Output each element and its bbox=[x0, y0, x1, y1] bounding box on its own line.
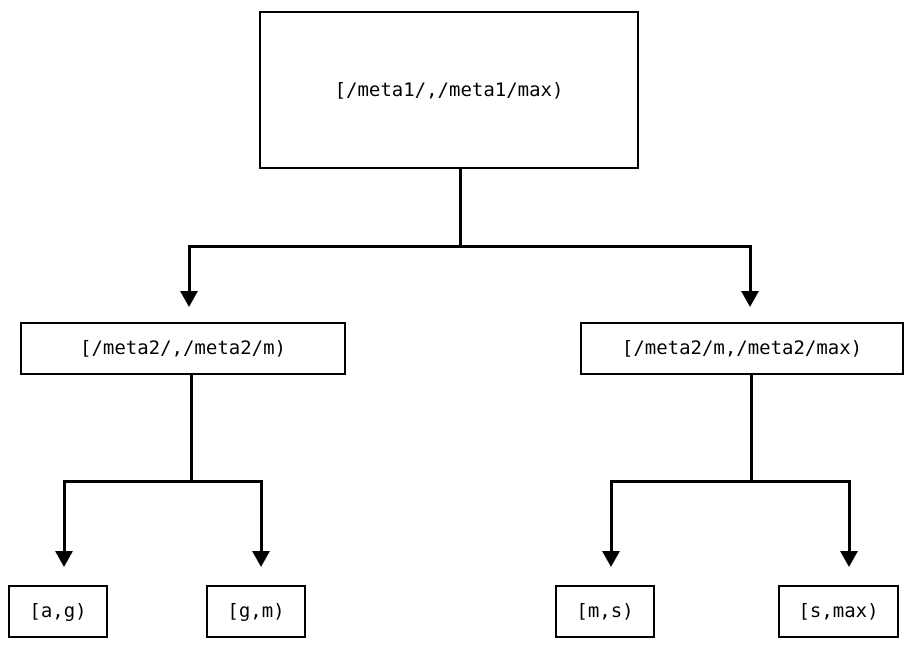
arrowhead-mid-right-to-leaf-3 bbox=[840, 551, 858, 567]
edge-root-to-mid-left-drop bbox=[188, 245, 191, 293]
tree-node-leaf-1-label: [g,m) bbox=[227, 600, 285, 622]
tree-node-leaf-2[interactable]: [m,s) bbox=[555, 585, 655, 638]
edge-root-crossbar bbox=[188, 245, 752, 248]
tree-node-mid-right-label: [/meta2/m,/meta2/max) bbox=[621, 337, 863, 359]
edge-mid-left-stem bbox=[190, 375, 193, 483]
arrowhead-mid-right-to-leaf-2 bbox=[602, 551, 620, 567]
tree-node-leaf-3-label: [s,max) bbox=[798, 600, 879, 622]
tree-node-leaf-1[interactable]: [g,m) bbox=[206, 585, 306, 638]
edge-mid-left-crossbar bbox=[63, 480, 263, 483]
tree-node-root[interactable]: [/meta1/,/meta1/max) bbox=[259, 11, 639, 169]
edge-mid-right-to-leaf-3-drop bbox=[848, 480, 851, 553]
tree-node-leaf-2-label: [m,s) bbox=[576, 600, 634, 622]
edge-mid-right-to-leaf-2-drop bbox=[610, 480, 613, 553]
edge-mid-right-stem bbox=[750, 375, 753, 483]
tree-node-leaf-3[interactable]: [s,max) bbox=[778, 585, 899, 638]
edge-mid-right-crossbar bbox=[610, 480, 851, 483]
edge-root-to-mid-right-drop bbox=[749, 245, 752, 293]
edge-root-stem bbox=[459, 168, 462, 247]
arrowhead-root-to-mid-left bbox=[180, 291, 198, 307]
edge-mid-left-to-leaf-1-drop bbox=[260, 480, 263, 553]
tree-node-leaf-0[interactable]: [a,g) bbox=[8, 585, 108, 638]
tree-node-mid-right[interactable]: [/meta2/m,/meta2/max) bbox=[580, 322, 904, 375]
arrowhead-root-to-mid-right bbox=[741, 291, 759, 307]
edge-mid-left-to-leaf-0-drop bbox=[63, 480, 66, 553]
arrowhead-mid-left-to-leaf-1 bbox=[252, 551, 270, 567]
tree-node-mid-left-label: [/meta2/,/meta2/m) bbox=[80, 337, 286, 359]
tree-node-root-label: [/meta1/,/meta1/max) bbox=[334, 78, 564, 101]
tree-node-mid-left[interactable]: [/meta2/,/meta2/m) bbox=[20, 322, 346, 375]
arrowhead-mid-left-to-leaf-0 bbox=[55, 551, 73, 567]
tree-node-leaf-0-label: [a,g) bbox=[29, 600, 87, 622]
